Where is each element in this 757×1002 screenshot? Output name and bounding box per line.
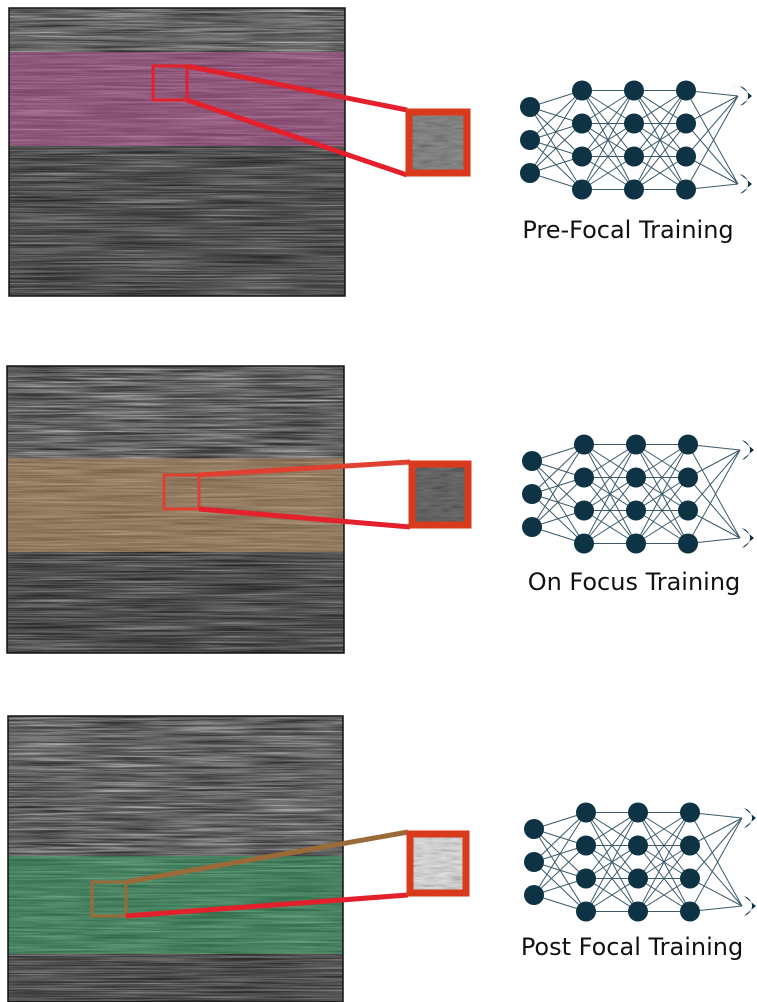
- network-node: [576, 803, 596, 823]
- network-node: [572, 180, 592, 200]
- network-node: [680, 902, 700, 922]
- network-node: [680, 803, 700, 823]
- zoomed-patch: [410, 462, 470, 527]
- network-node: [676, 81, 696, 101]
- network-node: [626, 435, 646, 455]
- network-node: [678, 435, 698, 455]
- network-node: [572, 81, 592, 101]
- zoomed-patch: [408, 832, 468, 895]
- network-node: [628, 902, 648, 922]
- focal-band: [7, 458, 344, 552]
- neural-network-diagram: [520, 81, 752, 200]
- network-node: [524, 852, 544, 872]
- network-node: [676, 114, 696, 134]
- network-node: [678, 501, 698, 521]
- network-node: [624, 147, 644, 167]
- network-node: [574, 468, 594, 488]
- ultrasound-image: [8, 716, 343, 1002]
- network-node: [572, 147, 592, 167]
- network-node: [574, 501, 594, 521]
- network-node: [574, 435, 594, 455]
- network-node: [626, 501, 646, 521]
- panel-label: Post Focal Training: [521, 933, 743, 961]
- network-node: [520, 163, 540, 183]
- network-node: [676, 180, 696, 200]
- network-node: [522, 484, 542, 504]
- neural-network-diagram: [522, 435, 754, 554]
- panel-post-focal: Post Focal Training: [8, 716, 756, 1002]
- network-node: [676, 147, 696, 167]
- network-node: [522, 451, 542, 471]
- network-node: [624, 180, 644, 200]
- ultrasound-image: [9, 8, 345, 296]
- panel-on-focus: On Focus Training: [7, 366, 754, 653]
- network-node: [524, 885, 544, 905]
- network-node: [626, 534, 646, 554]
- network-node: [628, 803, 648, 823]
- network-node: [520, 130, 540, 150]
- zoomed-patch: [407, 110, 469, 175]
- network-node: [520, 97, 540, 117]
- network-node: [624, 81, 644, 101]
- network-node: [576, 902, 596, 922]
- network-node: [680, 869, 700, 889]
- panel-label: Pre-Focal Training: [522, 216, 733, 244]
- network-node: [624, 114, 644, 134]
- neural-network-diagram: [524, 803, 756, 922]
- panel-pre-focal: Pre-Focal Training: [9, 8, 752, 296]
- panel-label: On Focus Training: [528, 568, 741, 596]
- network-node: [574, 534, 594, 554]
- network-node: [572, 114, 592, 134]
- network-node: [626, 468, 646, 488]
- network-node: [628, 836, 648, 856]
- network-node: [678, 534, 698, 554]
- network-node: [524, 819, 544, 839]
- network-node: [678, 468, 698, 488]
- network-node: [680, 836, 700, 856]
- network-node: [522, 517, 542, 537]
- network-node: [576, 836, 596, 856]
- network-node: [576, 869, 596, 889]
- network-node: [628, 869, 648, 889]
